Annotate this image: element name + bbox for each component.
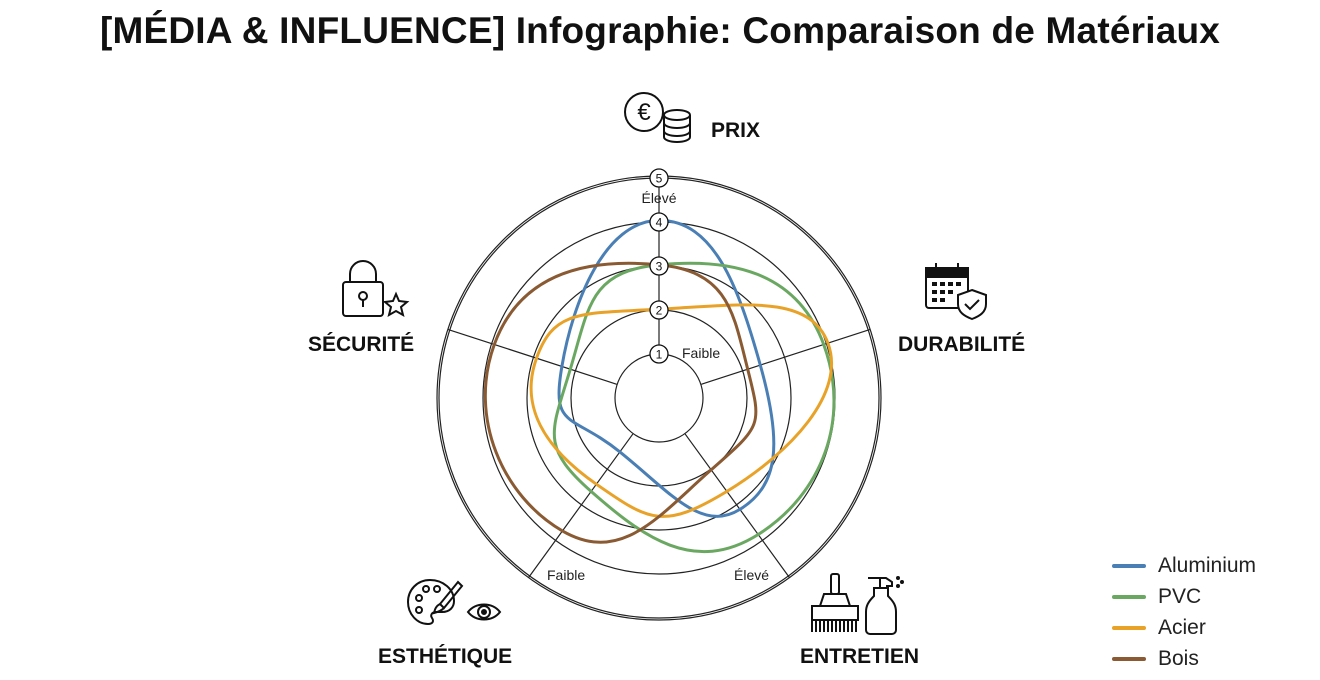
page-title: [MÉDIA & INFLUENCE] Infographie: Compara… <box>99 10 1221 51</box>
tick-label-1: 1 <box>656 348 663 362</box>
legend-label-acier: Acier <box>1158 615 1206 639</box>
grid-spoke-2 <box>684 433 790 578</box>
grid-ring-1 <box>614 353 704 443</box>
tick-badge-1 <box>649 344 669 364</box>
axis-label-prix: PRIX <box>711 119 760 142</box>
radar-series <box>483 218 836 553</box>
radar-ticks: 1 2 3 4 5 <box>649 168 669 364</box>
brush-spray-icon <box>811 573 904 635</box>
grid-spoke-4 <box>447 328 617 385</box>
legend-item-aluminium: Aluminium <box>1112 550 1256 581</box>
legend-item-acier: Acier <box>1112 612 1256 643</box>
axis-label-entretien: ENTRETIEN <box>800 645 919 668</box>
euro-coins-icon: € <box>624 92 691 143</box>
tick-badge-5 <box>649 168 669 188</box>
legend-label-bois: Bois <box>1158 646 1199 670</box>
lock-star-icon <box>342 260 410 318</box>
tick-badge-3 <box>649 256 669 276</box>
legend-item-bois: Bois <box>1112 643 1256 674</box>
series-line-acier <box>529 303 834 518</box>
series-line-bois <box>483 261 758 544</box>
legend-label-pvc: PVC <box>1158 584 1202 608</box>
annotation-faible-esthetique: Faible <box>547 567 585 583</box>
svg-text:€: € <box>637 99 651 126</box>
legend-swatch-bois <box>1112 656 1146 661</box>
tick-label-5: 5 <box>656 172 663 186</box>
legend: Aluminium PVC Acier Bois <box>1112 550 1256 674</box>
tick-label-4: 4 <box>656 216 663 230</box>
series-line-aluminium <box>557 218 776 518</box>
series-line-pvc <box>552 261 836 553</box>
axis-label-durabilite: DURABILITÉ <box>898 333 1025 356</box>
legend-swatch-pvc <box>1112 594 1146 599</box>
axis-label-esthetique: ESTHÉTIQUE <box>378 645 512 668</box>
legend-label-aluminium: Aluminium <box>1158 553 1257 577</box>
tick-badge-4 <box>649 212 669 232</box>
tick-label-2: 2 <box>656 304 663 318</box>
legend-swatch-aluminium <box>1112 563 1146 568</box>
grid-spoke-3 <box>528 433 634 578</box>
calendar-shield-icon <box>925 263 987 321</box>
palette-eye-icon <box>406 578 502 626</box>
grid-spoke-1 <box>701 328 871 385</box>
radar-grid <box>436 175 882 621</box>
tick-label-3: 3 <box>656 260 663 274</box>
tick-badge-2 <box>649 300 669 320</box>
annotation-faible-prix: Faible <box>682 345 720 361</box>
annotation-eleve-entretien: Élevé <box>734 567 769 583</box>
legend-swatch-acier <box>1112 625 1146 630</box>
axis-label-securite: SÉCURITÉ <box>308 333 414 356</box>
legend-item-pvc: PVC <box>1112 581 1256 612</box>
annotation-eleve-prix: Élevé <box>641 190 676 206</box>
